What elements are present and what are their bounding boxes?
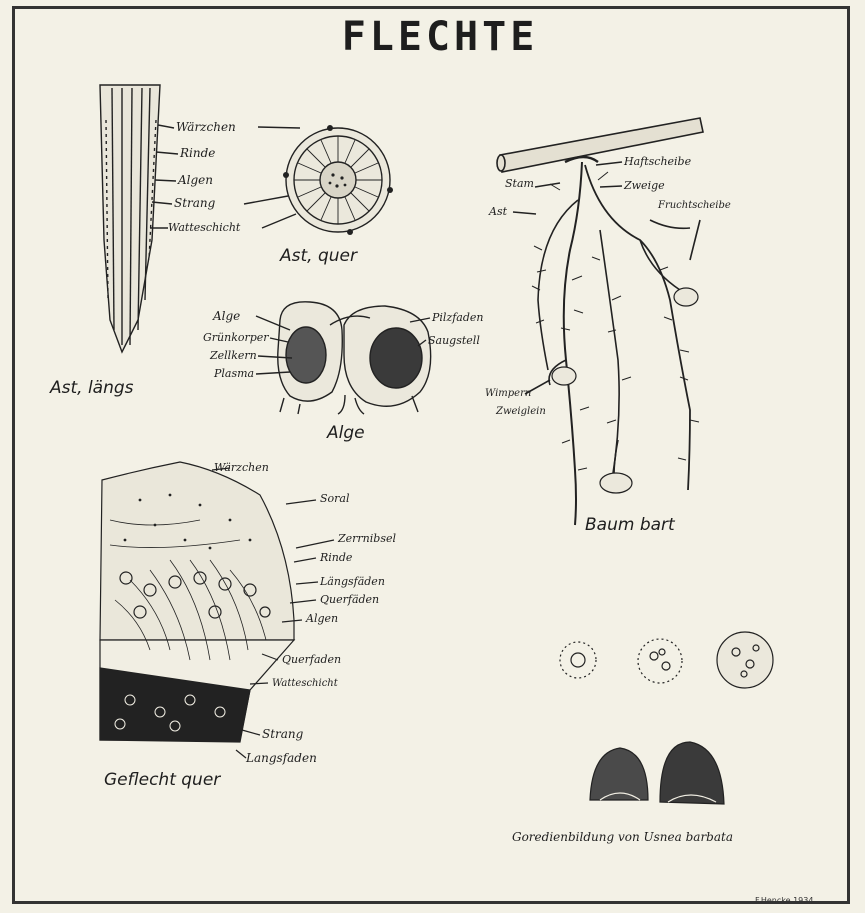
- label-geflecht-watteschicht: Watteschicht: [272, 677, 338, 691]
- branch-longitudinal-drawing: [100, 85, 178, 352]
- label-algen: Algen: [178, 173, 213, 187]
- alga-cells-drawing: [256, 302, 431, 414]
- caption-ast-laengs: Ast, längs: [50, 378, 134, 398]
- artist-signature: F.Hencke 1934: [755, 896, 813, 905]
- caption-geflecht-quer: Geflecht quer: [104, 770, 220, 790]
- branch-cross-section-drawing: [244, 125, 393, 235]
- label-warzchen: Wärzchen: [176, 120, 236, 134]
- caption-soredien: Goredienbildung von Usnea barbata: [512, 830, 733, 844]
- label-zweiglein: Zweiglein: [496, 405, 546, 419]
- label-wimpern: Wimpern: [485, 387, 531, 401]
- label-rinde: Rinde: [180, 146, 215, 160]
- label-querfaeden: Querfäden: [320, 593, 379, 607]
- label-watteschicht: Watteschicht: [168, 221, 240, 235]
- label-laengsfaeden: Längsfäden: [320, 575, 385, 589]
- label-langsfaden: Langsfaden: [246, 751, 317, 765]
- label-fruchtscheibe: Fruchtscheibe: [658, 199, 731, 213]
- label-querfaden: Querfaden: [282, 653, 341, 667]
- label-alge: Alge: [213, 309, 240, 323]
- label-plasma: Plasma: [214, 367, 254, 381]
- label-pilzfaden: Pilzfaden: [432, 311, 484, 325]
- caption-alge: Alge: [327, 423, 365, 443]
- label-saugstell: Saugstell: [428, 334, 480, 348]
- soredia-drawing: [560, 632, 773, 804]
- label-strang-2: Strang: [262, 727, 303, 741]
- label-ast: Ast: [489, 205, 507, 219]
- label-geflecht-warzchen: Wärzchen: [214, 461, 269, 475]
- label-stam: Stam: [505, 177, 534, 191]
- caption-baumbart: Baum bart: [585, 515, 675, 535]
- label-zellkern: Zellkern: [210, 349, 257, 363]
- label-haftscheibe: Haftscheibe: [624, 155, 691, 169]
- label-soral: Soral: [320, 492, 350, 506]
- label-zerrnibsel: Zerrnibsel: [338, 532, 396, 546]
- caption-ast-quer: Ast, quer: [280, 246, 357, 266]
- label-strang: Strang: [174, 196, 215, 210]
- plate-title: FLECHTE: [320, 14, 560, 60]
- label-zweige: Zweige: [624, 179, 665, 193]
- label-geflecht-algen: Algen: [306, 612, 338, 626]
- label-geflecht-rinde: Rinde: [320, 551, 352, 565]
- tissue-section-drawing: [100, 462, 334, 758]
- label-gruenkoerper: Grünkorper: [203, 331, 269, 345]
